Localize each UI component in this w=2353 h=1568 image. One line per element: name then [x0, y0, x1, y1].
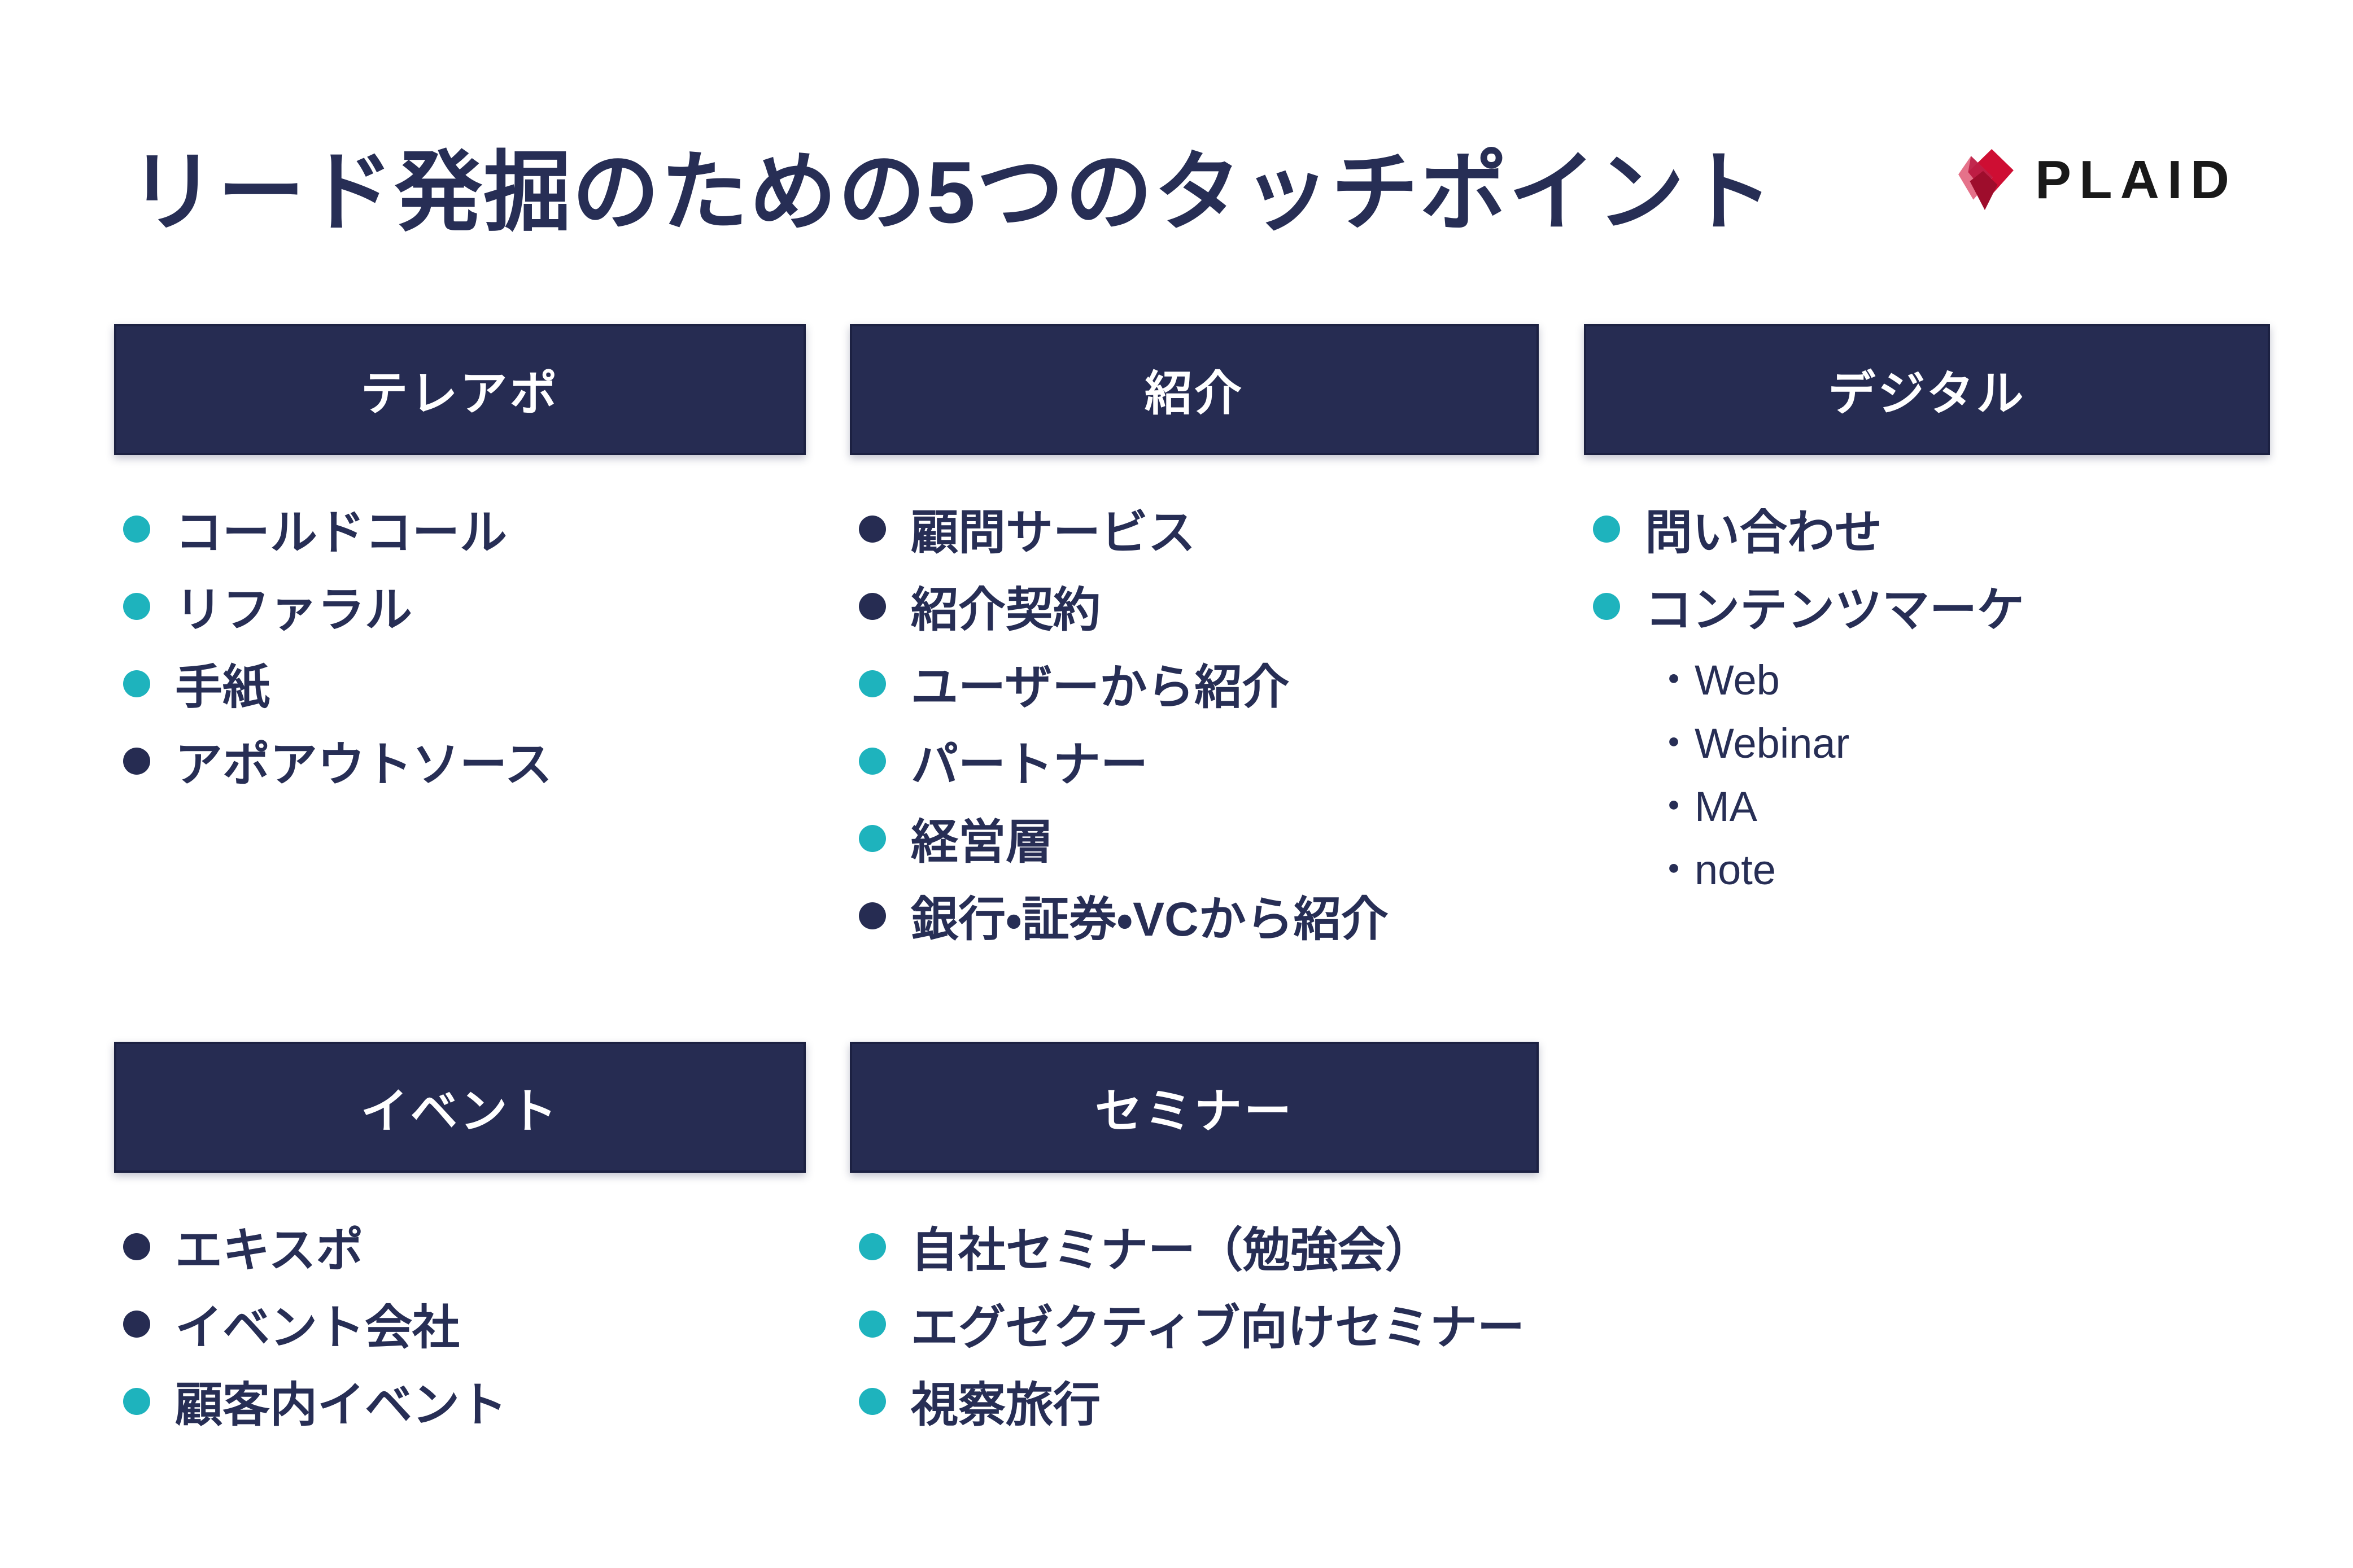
bullet-dot-icon — [859, 1233, 886, 1260]
bullet-dot-icon — [123, 747, 150, 775]
bullet-dot-icon — [859, 902, 886, 929]
panel-digital: デジタル 問い合わせコンテンツマーケ・Web ・Webinar ・MA ・note — [1584, 324, 2270, 898]
panel-seminar: セミナー 自社セミナー（勉強会） エグゼクティブ向けセミナー視察旅行 — [850, 1042, 1539, 1440]
bullet-dot-icon — [859, 670, 886, 697]
list-item: パートナー — [850, 722, 1539, 800]
bullet-dot-icon — [123, 1310, 150, 1338]
list-item-label: 問い合わせ — [1645, 506, 1883, 559]
bullet-dot-icon — [1593, 592, 1620, 620]
list-item-label: ・Webinar — [1653, 719, 1850, 767]
sub-list-item: ・Web — [1584, 645, 2270, 708]
list-item-label: ・Web — [1653, 656, 1780, 704]
list-item: 紹介契約 — [850, 567, 1539, 645]
list-item-label: コンテンツマーケ — [1645, 583, 2025, 636]
list-item-label: イベント会社 — [175, 1301, 460, 1354]
list-item: コールドコール — [114, 490, 806, 567]
bullet-dot-icon — [123, 1233, 150, 1260]
panel-list: エキスポイベント会社顧客内イベント — [114, 1208, 806, 1440]
list-item-label: コールドコール — [175, 506, 508, 559]
panel-list: 自社セミナー（勉強会） エグゼクティブ向けセミナー視察旅行 — [850, 1208, 1539, 1440]
list-item-label: 顧客内イベント — [175, 1378, 508, 1431]
list-item: エキスポ — [114, 1208, 806, 1285]
panel-header: セミナー — [850, 1042, 1539, 1173]
list-item: 経営層 — [850, 800, 1539, 877]
list-item-label: 銀行・証券・VCから紹介 — [911, 893, 1389, 946]
list-item: ユーザーから紹介 — [850, 645, 1539, 722]
list-item-label: アポアウトソース — [175, 738, 552, 791]
list-item: アポアウトソース — [114, 722, 806, 800]
list-item: リファラル — [114, 567, 806, 645]
page-title: リード発掘のための5つのタッチポイント — [129, 143, 1775, 241]
panel-list: コールドコールリファラル手紙アポアウトソース — [114, 490, 806, 800]
list-item-label: ・note — [1653, 846, 1776, 893]
list-item: 手紙 — [114, 645, 806, 722]
list-item: 視察旅行 — [850, 1362, 1539, 1440]
panel-event: イベント エキスポイベント会社顧客内イベント — [114, 1042, 806, 1440]
list-item-label: 手紙 — [175, 661, 270, 714]
bullet-dot-icon — [859, 747, 886, 775]
list-item-label: エグゼクティブ向けセミナー — [911, 1301, 1525, 1354]
panel-list: 顧問サービス紹介契約ユーザーから紹介パートナー経営層銀行・証券・VCから紹介 — [850, 490, 1539, 954]
plaid-wordmark: PLAID — [2035, 150, 2237, 210]
list-item-label: 自社セミナー（勉強会） — [911, 1224, 1433, 1277]
bullet-dot-icon — [1593, 515, 1620, 543]
list-item: イベント会社 — [114, 1285, 806, 1362]
list-item-label: 紹介契約 — [911, 583, 1101, 636]
bullet-dot-icon — [123, 1387, 150, 1415]
sub-list-item: ・MA — [1584, 771, 2270, 835]
sub-list-item: ・note — [1584, 835, 2270, 898]
panel-header: 紹介 — [850, 324, 1539, 455]
list-item: 顧客内イベント — [114, 1362, 806, 1440]
sub-list-item: ・Webinar — [1584, 708, 2270, 771]
list-item-label: エキスポ — [175, 1224, 364, 1277]
bullet-dot-icon — [123, 592, 150, 620]
list-item-label: リファラル — [175, 583, 413, 636]
bullet-dot-icon — [859, 1387, 886, 1415]
panel-shoukai: 紹介 顧問サービス紹介契約ユーザーから紹介パートナー経営層銀行・証券・VCから紹… — [850, 324, 1539, 954]
plaid-logo: PLAID — [1958, 147, 2237, 213]
list-item-label: 顧問サービス — [911, 506, 1196, 559]
panel-list: 問い合わせコンテンツマーケ・Web ・Webinar ・MA ・note — [1584, 490, 2270, 898]
panel-header: デジタル — [1584, 324, 2270, 455]
list-item-label: パートナー — [911, 738, 1149, 791]
list-item-label: 視察旅行 — [911, 1378, 1101, 1431]
list-item: 銀行・証券・VCから紹介 — [850, 877, 1539, 954]
plaid-heart-icon — [1958, 149, 2014, 211]
list-item-label: 経営層 — [911, 815, 1054, 868]
panel-header: イベント — [114, 1042, 806, 1173]
bullet-dot-icon — [859, 592, 886, 620]
list-item-label: ・MA — [1653, 783, 1757, 830]
bullet-dot-icon — [859, 515, 886, 543]
list-item: 自社セミナー（勉強会） — [850, 1208, 1539, 1285]
list-item: 顧問サービス — [850, 490, 1539, 567]
bullet-dot-icon — [859, 824, 886, 852]
panel-header: テレアポ — [114, 324, 806, 455]
bullet-dot-icon — [123, 670, 150, 697]
bullet-dot-icon — [859, 1310, 886, 1338]
panel-teleapo: テレアポ コールドコールリファラル手紙アポアウトソース — [114, 324, 806, 800]
list-item: エグゼクティブ向けセミナー — [850, 1285, 1539, 1362]
list-item-label: ユーザーから紹介 — [911, 661, 1290, 714]
list-item: 問い合わせ — [1584, 490, 2270, 567]
list-item: コンテンツマーケ — [1584, 567, 2270, 645]
bullet-dot-icon — [123, 515, 150, 543]
